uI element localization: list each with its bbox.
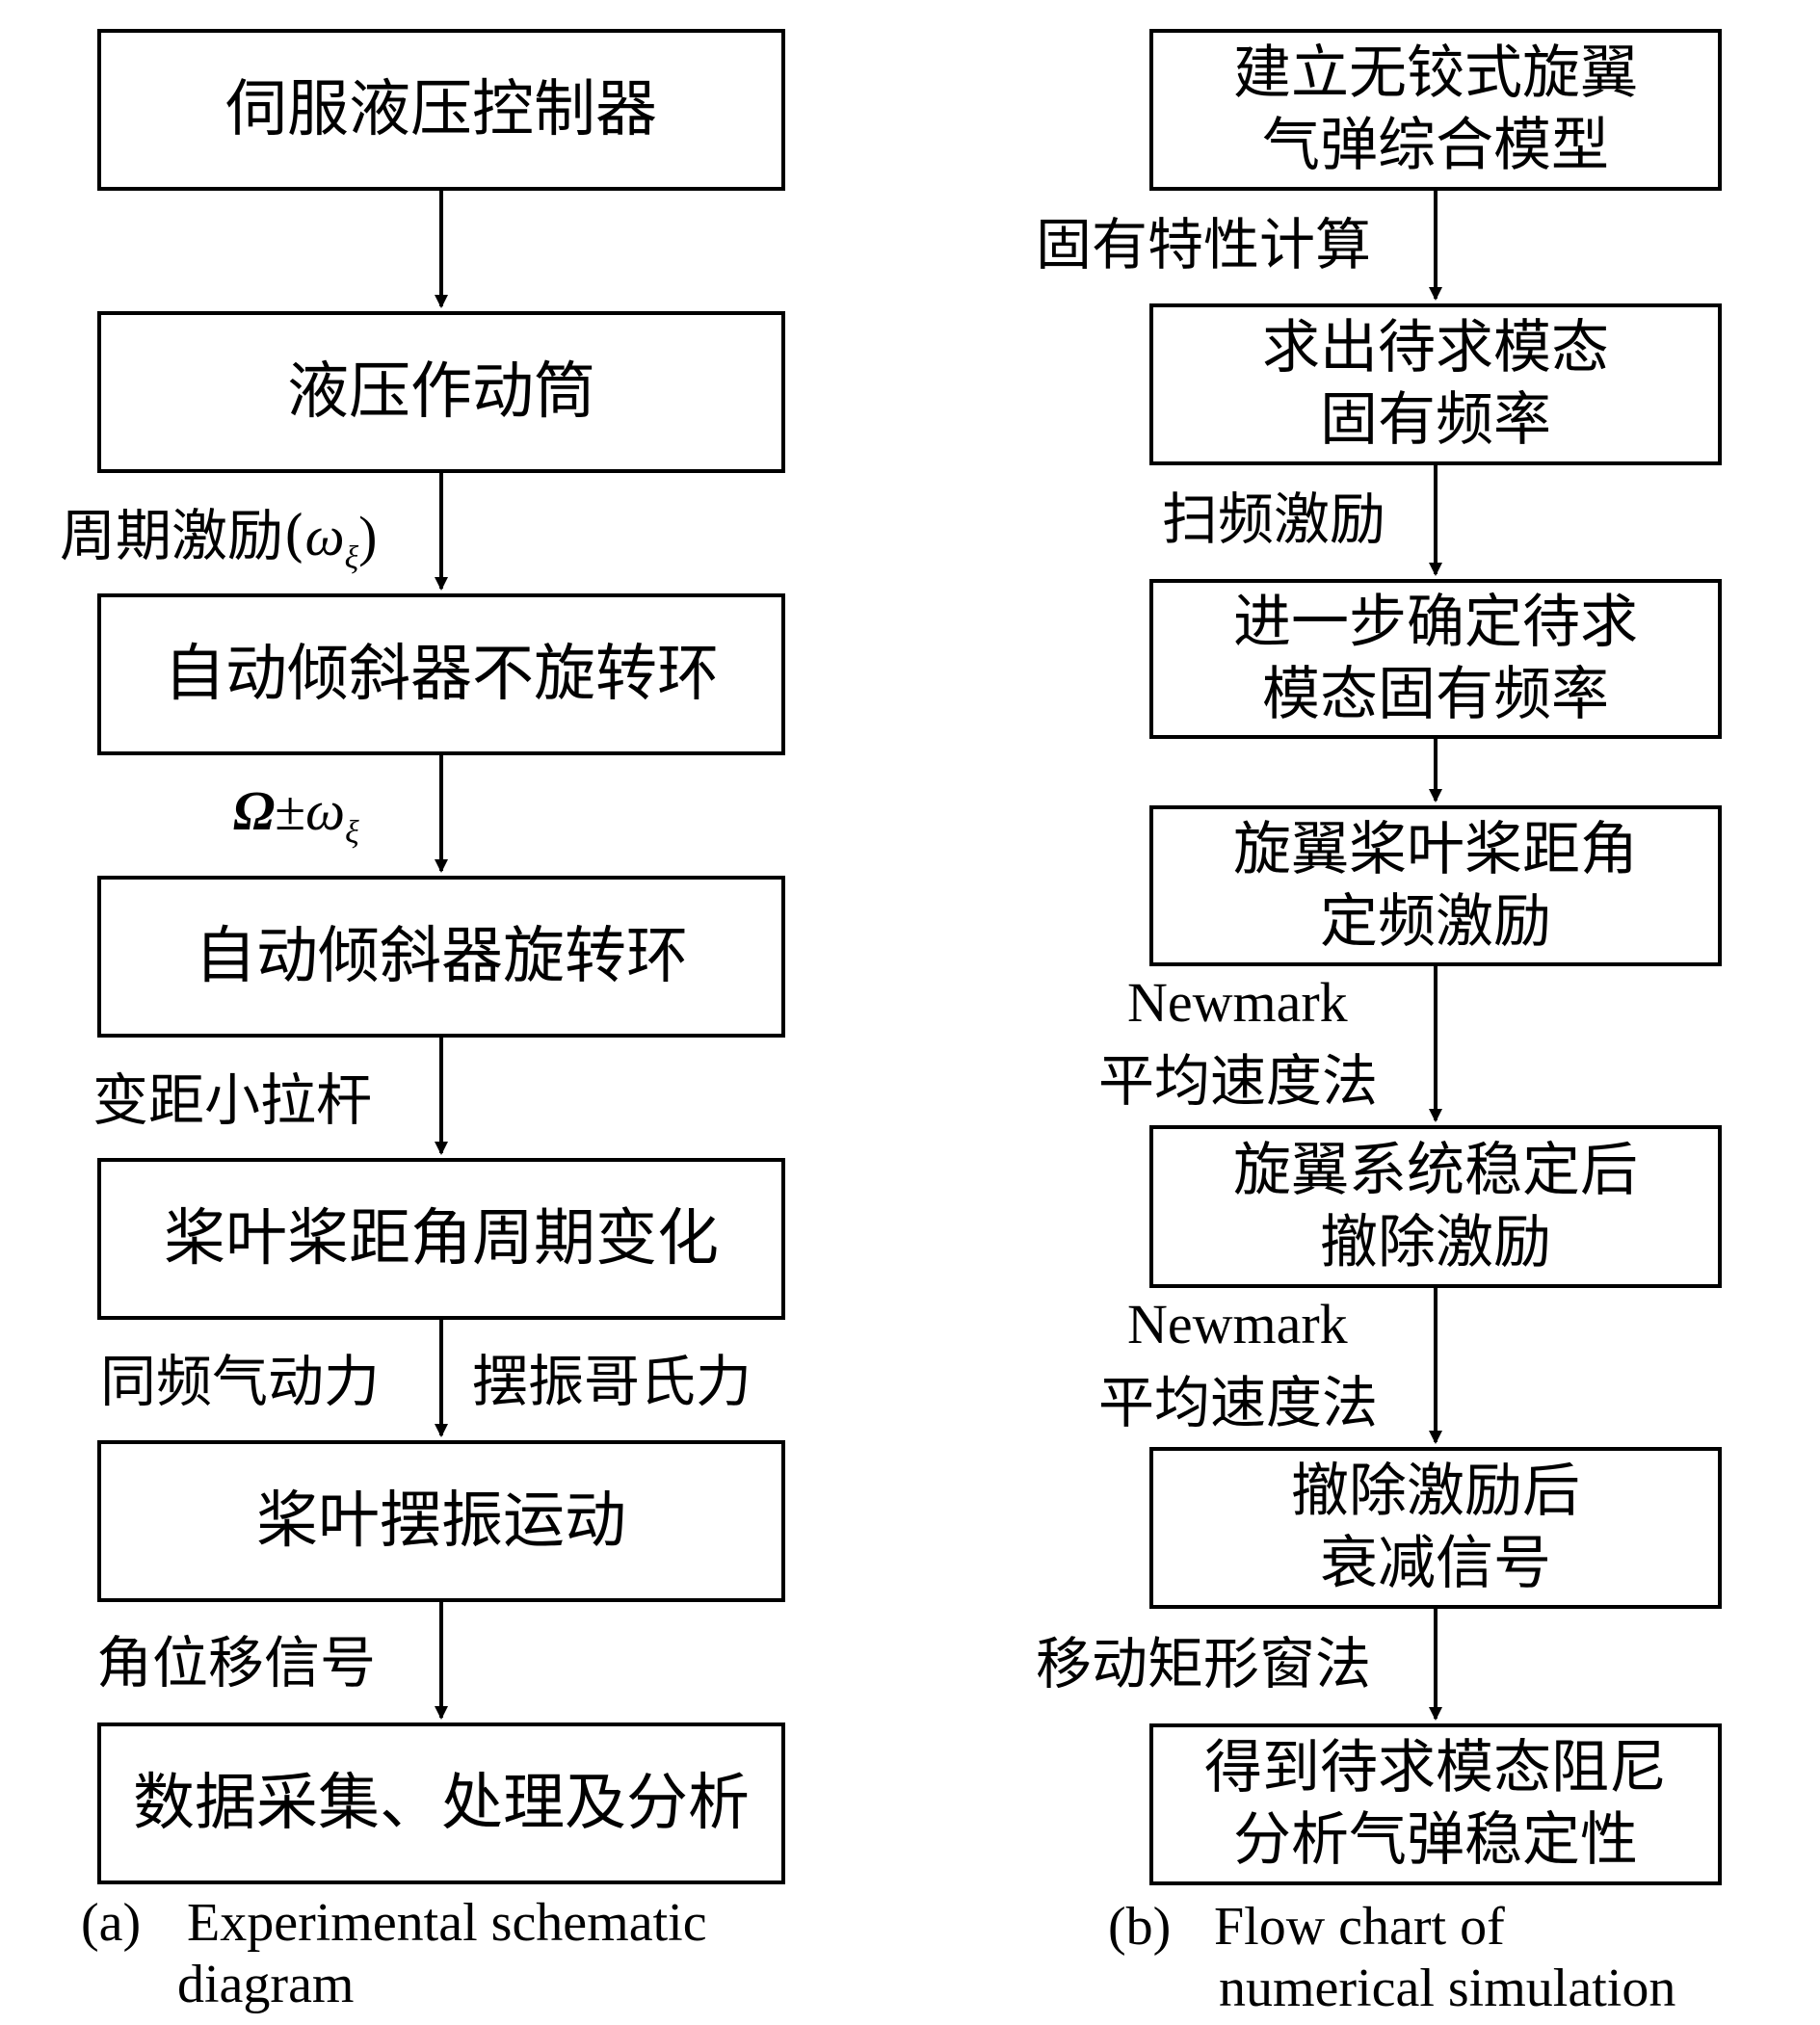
box-line: 定频激励	[1320, 887, 1551, 956]
box-line: 衰减信号	[1320, 1530, 1551, 1597]
box-find-mode-natural-frequency: 求出待求模态 固有频率	[1149, 303, 1722, 465]
box-hydraulic-actuator: 液压作动筒	[97, 311, 785, 473]
label-same-freq-aero-force: 同频气动力	[100, 1349, 381, 1414]
box-line: 旋翼桨叶桨距角	[1233, 815, 1638, 883]
box-data-acquisition-analysis: 数据采集、处理及分析	[97, 1723, 785, 1884]
box-line: 液压作动筒	[287, 356, 595, 428]
box-decay-signal: 撤除激励后 衰减信号	[1149, 1447, 1722, 1609]
box-line: 模态固有频率	[1262, 661, 1609, 728]
box-refine-mode-natural-frequency: 进一步确定待求 模态固有频率	[1149, 579, 1722, 739]
close-paren: )	[358, 505, 378, 567]
label-average-velocity-method-1: 平均速度法	[1098, 1048, 1379, 1114]
box-line: 进一步确定待求	[1233, 589, 1638, 656]
label-average-velocity-method-2: 平均速度法	[1098, 1370, 1379, 1435]
label-angular-displacement-signal: 角位移信号	[96, 1630, 377, 1696]
caption-b-line1: Flow chart of	[1214, 1897, 1505, 1957]
box-build-aeroelastic-model: 建立无铰式旋翼 气弹综合模型	[1149, 29, 1722, 191]
omega-symbol: ω	[305, 779, 346, 842]
box-swashplate-nonrotating-ring: 自动倾斜器不旋转环	[97, 593, 785, 755]
box-line: 固有频率	[1320, 386, 1551, 454]
box-line: 气弹综合模型	[1262, 112, 1609, 179]
box-line: 求出待求模态	[1262, 314, 1609, 381]
caption-a-line1: Experimental schematic	[187, 1893, 707, 1953]
box-line: 数据采集、处理及分析	[133, 1768, 750, 1839]
box-remove-excitation-after-stable: 旋翼系统稳定后 撤除激励	[1149, 1125, 1722, 1288]
box-blade-pitch-periodic-change: 桨叶桨距角周期变化	[97, 1158, 785, 1320]
box-line: 伺服液压控制器	[225, 74, 657, 145]
box-mode-damping-stability: 得到待求模态阻尼 分析气弹稳定性	[1149, 1723, 1722, 1885]
caption-a: (a) Experimental schematic diagram	[81, 1892, 813, 2017]
label-periodic-excitation: 周期激励(ωξ)	[60, 508, 377, 575]
caption-b-line2: numerical simulation	[1219, 1959, 1676, 2018]
capital-omega-symbol: Ω	[233, 779, 276, 842]
caption-b-tag: (b)	[1108, 1897, 1172, 1957]
box-fixed-frequency-pitch-excitation: 旋翼桨叶桨距角 定频激励	[1149, 805, 1722, 966]
caption-a-tag: (a)	[81, 1893, 142, 1953]
box-line: 桨叶摆振运动	[256, 1486, 626, 1557]
label-newmark-1: Newmark	[1127, 971, 1348, 1034]
label-periodic-excitation-text: 周期激励(	[60, 503, 305, 568]
box-line: 撤除激励	[1320, 1208, 1551, 1276]
box-line: 得到待求模态阻尼	[1204, 1734, 1667, 1801]
caption-b: (b) Flow chart of numerical simulation	[1108, 1896, 1811, 2021]
caption-a-line2: diagram	[177, 1955, 355, 2014]
label-natural-characteristic-calc: 固有特性计算	[1036, 212, 1372, 277]
label-omega-pm-omega: Ω±ωξ	[233, 783, 359, 850]
box-line: 旋翼系统稳定后	[1233, 1136, 1638, 1204]
box-line: 自动倾斜器旋转环	[195, 921, 688, 992]
label-lag-coriolis-force: 摆振哥氏力	[472, 1349, 752, 1414]
label-pitch-link: 变距小拉杆	[92, 1067, 373, 1133]
box-line: 建立无铰式旋翼	[1233, 39, 1638, 107]
plus-minus-symbol: ±	[275, 779, 306, 842]
box-servo-hydraulic-controller: 伺服液压控制器	[97, 29, 785, 191]
label-newmark-2: Newmark	[1127, 1293, 1348, 1355]
box-line: 自动倾斜器不旋转环	[164, 639, 719, 710]
xi-subscript: ξ	[345, 815, 359, 851]
label-moving-rectangular-window: 移动矩形窗法	[1036, 1631, 1372, 1696]
xi-subscript: ξ	[344, 540, 359, 576]
box-line: 桨叶桨距角周期变化	[164, 1203, 719, 1275]
box-blade-lag-motion: 桨叶摆振运动	[97, 1440, 785, 1602]
box-line: 分析气弹稳定性	[1233, 1806, 1638, 1874]
label-sweep-excitation: 扫频激励	[1162, 487, 1386, 552]
omega-symbol: ω	[304, 505, 345, 567]
box-swashplate-rotating-ring: 自动倾斜器旋转环	[97, 876, 785, 1038]
box-line: 撤除激励后	[1291, 1458, 1580, 1525]
